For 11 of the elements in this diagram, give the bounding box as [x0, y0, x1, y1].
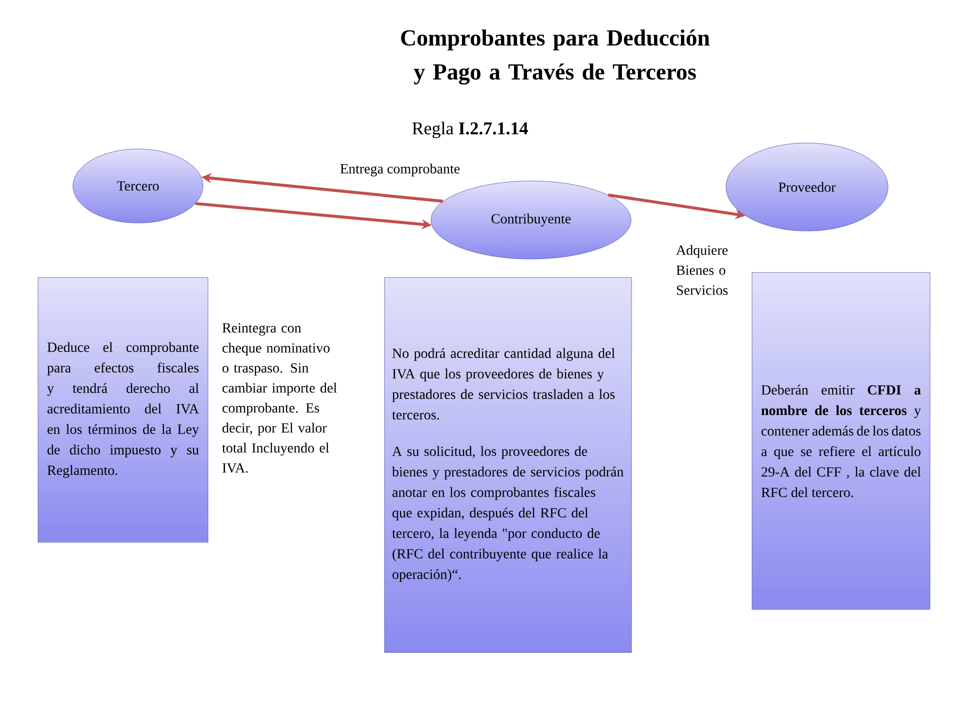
ellipse-node: Tercero [72, 148, 204, 224]
text-box: Deduce el comprobante para efectos fiscales y tendrá derecho al acreditamiento del IVA en los términos de la Ley de dicho impuesto y su Reglamento. [38, 277, 208, 543]
text-box: Deberán emitir CFDI a nombre de los terceros y contener además de los datos a que se refiere el artículo 29-A del CFF , la clave del RFC del tercero. [752, 272, 930, 610]
edge-label: Entrega comprobante [340, 164, 460, 176]
rule-label: Regla I.2.7.1.14 [412, 122, 528, 138]
note-text: Reintegra con cheque nominativo o traspaso. Sin cambiar importe del comprobante. Es decir, por El valor total Incluyendo el IVA. [222, 323, 337, 473]
ellipse-node: Contribuyente [430, 180, 632, 260]
edge-label: Adquiere Bienes o Servicios [676, 245, 728, 295]
ellipse-node: Proveedor [726, 142, 888, 232]
title: Comprobantes para Deducción y Pago a Través de Terceros [401, 29, 710, 85]
text-box: No podrá acreditar cantidad alguna del IVA que los proveedores de bienes y prestadores de servicios trasladen a los terceros. A su solicitud, los proveedores de bienes y prestadores de servicios podrán anotar en los comprobantes fiscales que expidan, después del RFC del tercero, la leyenda "por conducto de (RFC del contribuyente que realice la operación)“. [384, 277, 632, 653]
